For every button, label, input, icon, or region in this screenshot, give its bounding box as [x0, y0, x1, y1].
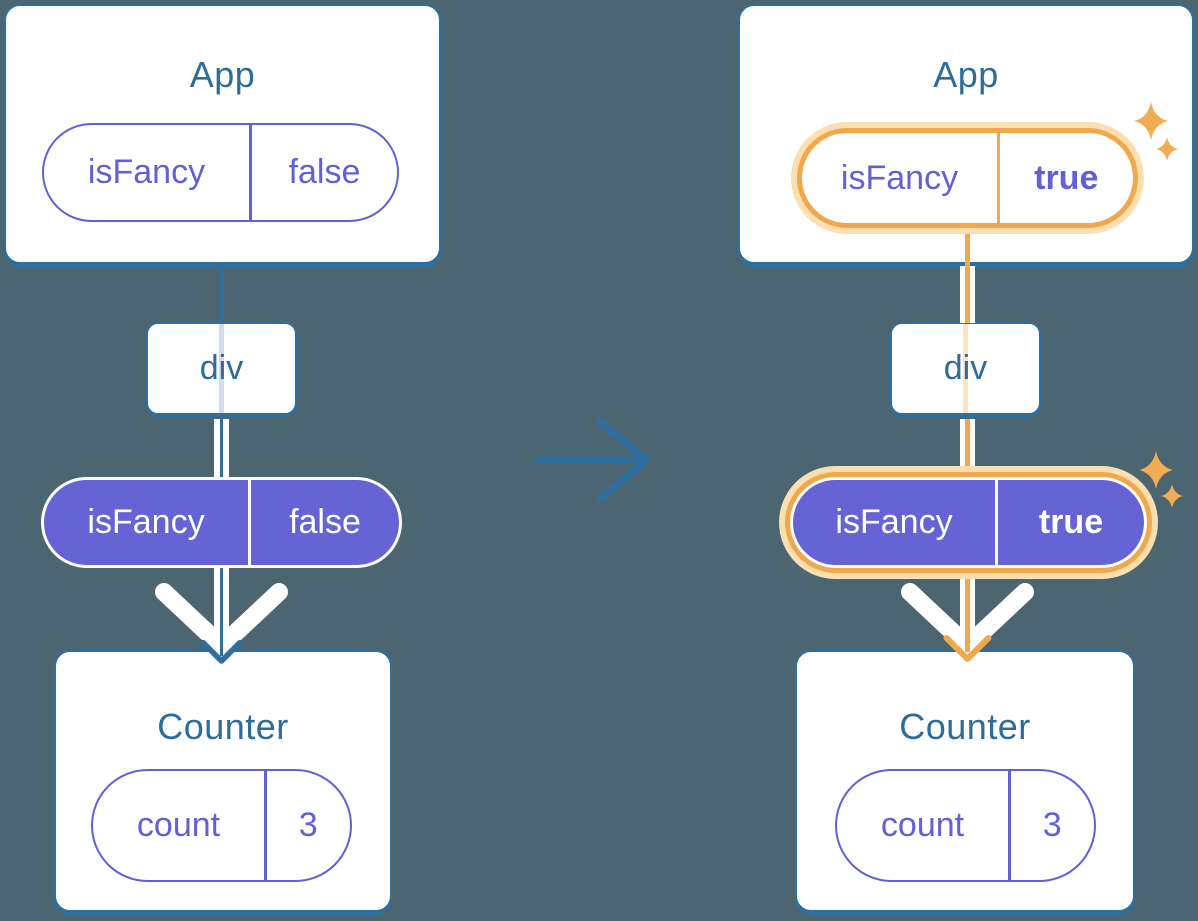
pill-value: true — [1034, 158, 1099, 197]
pill-key: count — [880, 806, 965, 844]
pill-key: isFancy — [840, 158, 959, 197]
props-pill-app-after: isFancy true — [797, 128, 1138, 228]
div-node-after: div — [890, 322, 1041, 415]
pill-key: isFancy — [87, 153, 206, 191]
pill-key: isFancy — [87, 503, 205, 541]
state-pill-after: isFancy true — [790, 477, 1147, 568]
pill-divider — [248, 480, 251, 565]
div-node-label: div — [943, 349, 988, 387]
component-title: Counter — [899, 706, 1031, 747]
pill-divider — [264, 771, 267, 880]
pill-divider — [995, 480, 998, 565]
component-title: App — [189, 54, 256, 95]
div-node-label: div — [199, 349, 244, 387]
flow-arrow-after — [901, 230, 1034, 662]
sparkle-icon — [1139, 451, 1183, 508]
pill-value: false — [288, 153, 361, 191]
state-pill-before: isFancy false — [41, 477, 402, 568]
pill-value: 3 — [1042, 806, 1062, 844]
pill-value: true — [1038, 503, 1104, 541]
component-title: App — [933, 54, 999, 95]
pill-divider — [1008, 771, 1011, 880]
pill-divider — [997, 133, 1000, 223]
pill-key: isFancy — [835, 503, 953, 541]
state-pill-counter-after: count 3 — [835, 769, 1096, 882]
pill-value: 3 — [298, 806, 318, 844]
pill-value: false — [289, 503, 361, 541]
connector-stripe — [219, 324, 224, 413]
props-pill-app-before: isFancy false — [42, 123, 399, 222]
connector-stripe — [963, 324, 968, 413]
transition-arrow-icon — [534, 418, 650, 502]
component-title: Counter — [157, 706, 289, 747]
pill-key: count — [136, 806, 221, 844]
div-node-before: div — [146, 322, 297, 415]
pill-divider — [249, 125, 252, 220]
state-pill-counter-before: count 3 — [91, 769, 352, 882]
